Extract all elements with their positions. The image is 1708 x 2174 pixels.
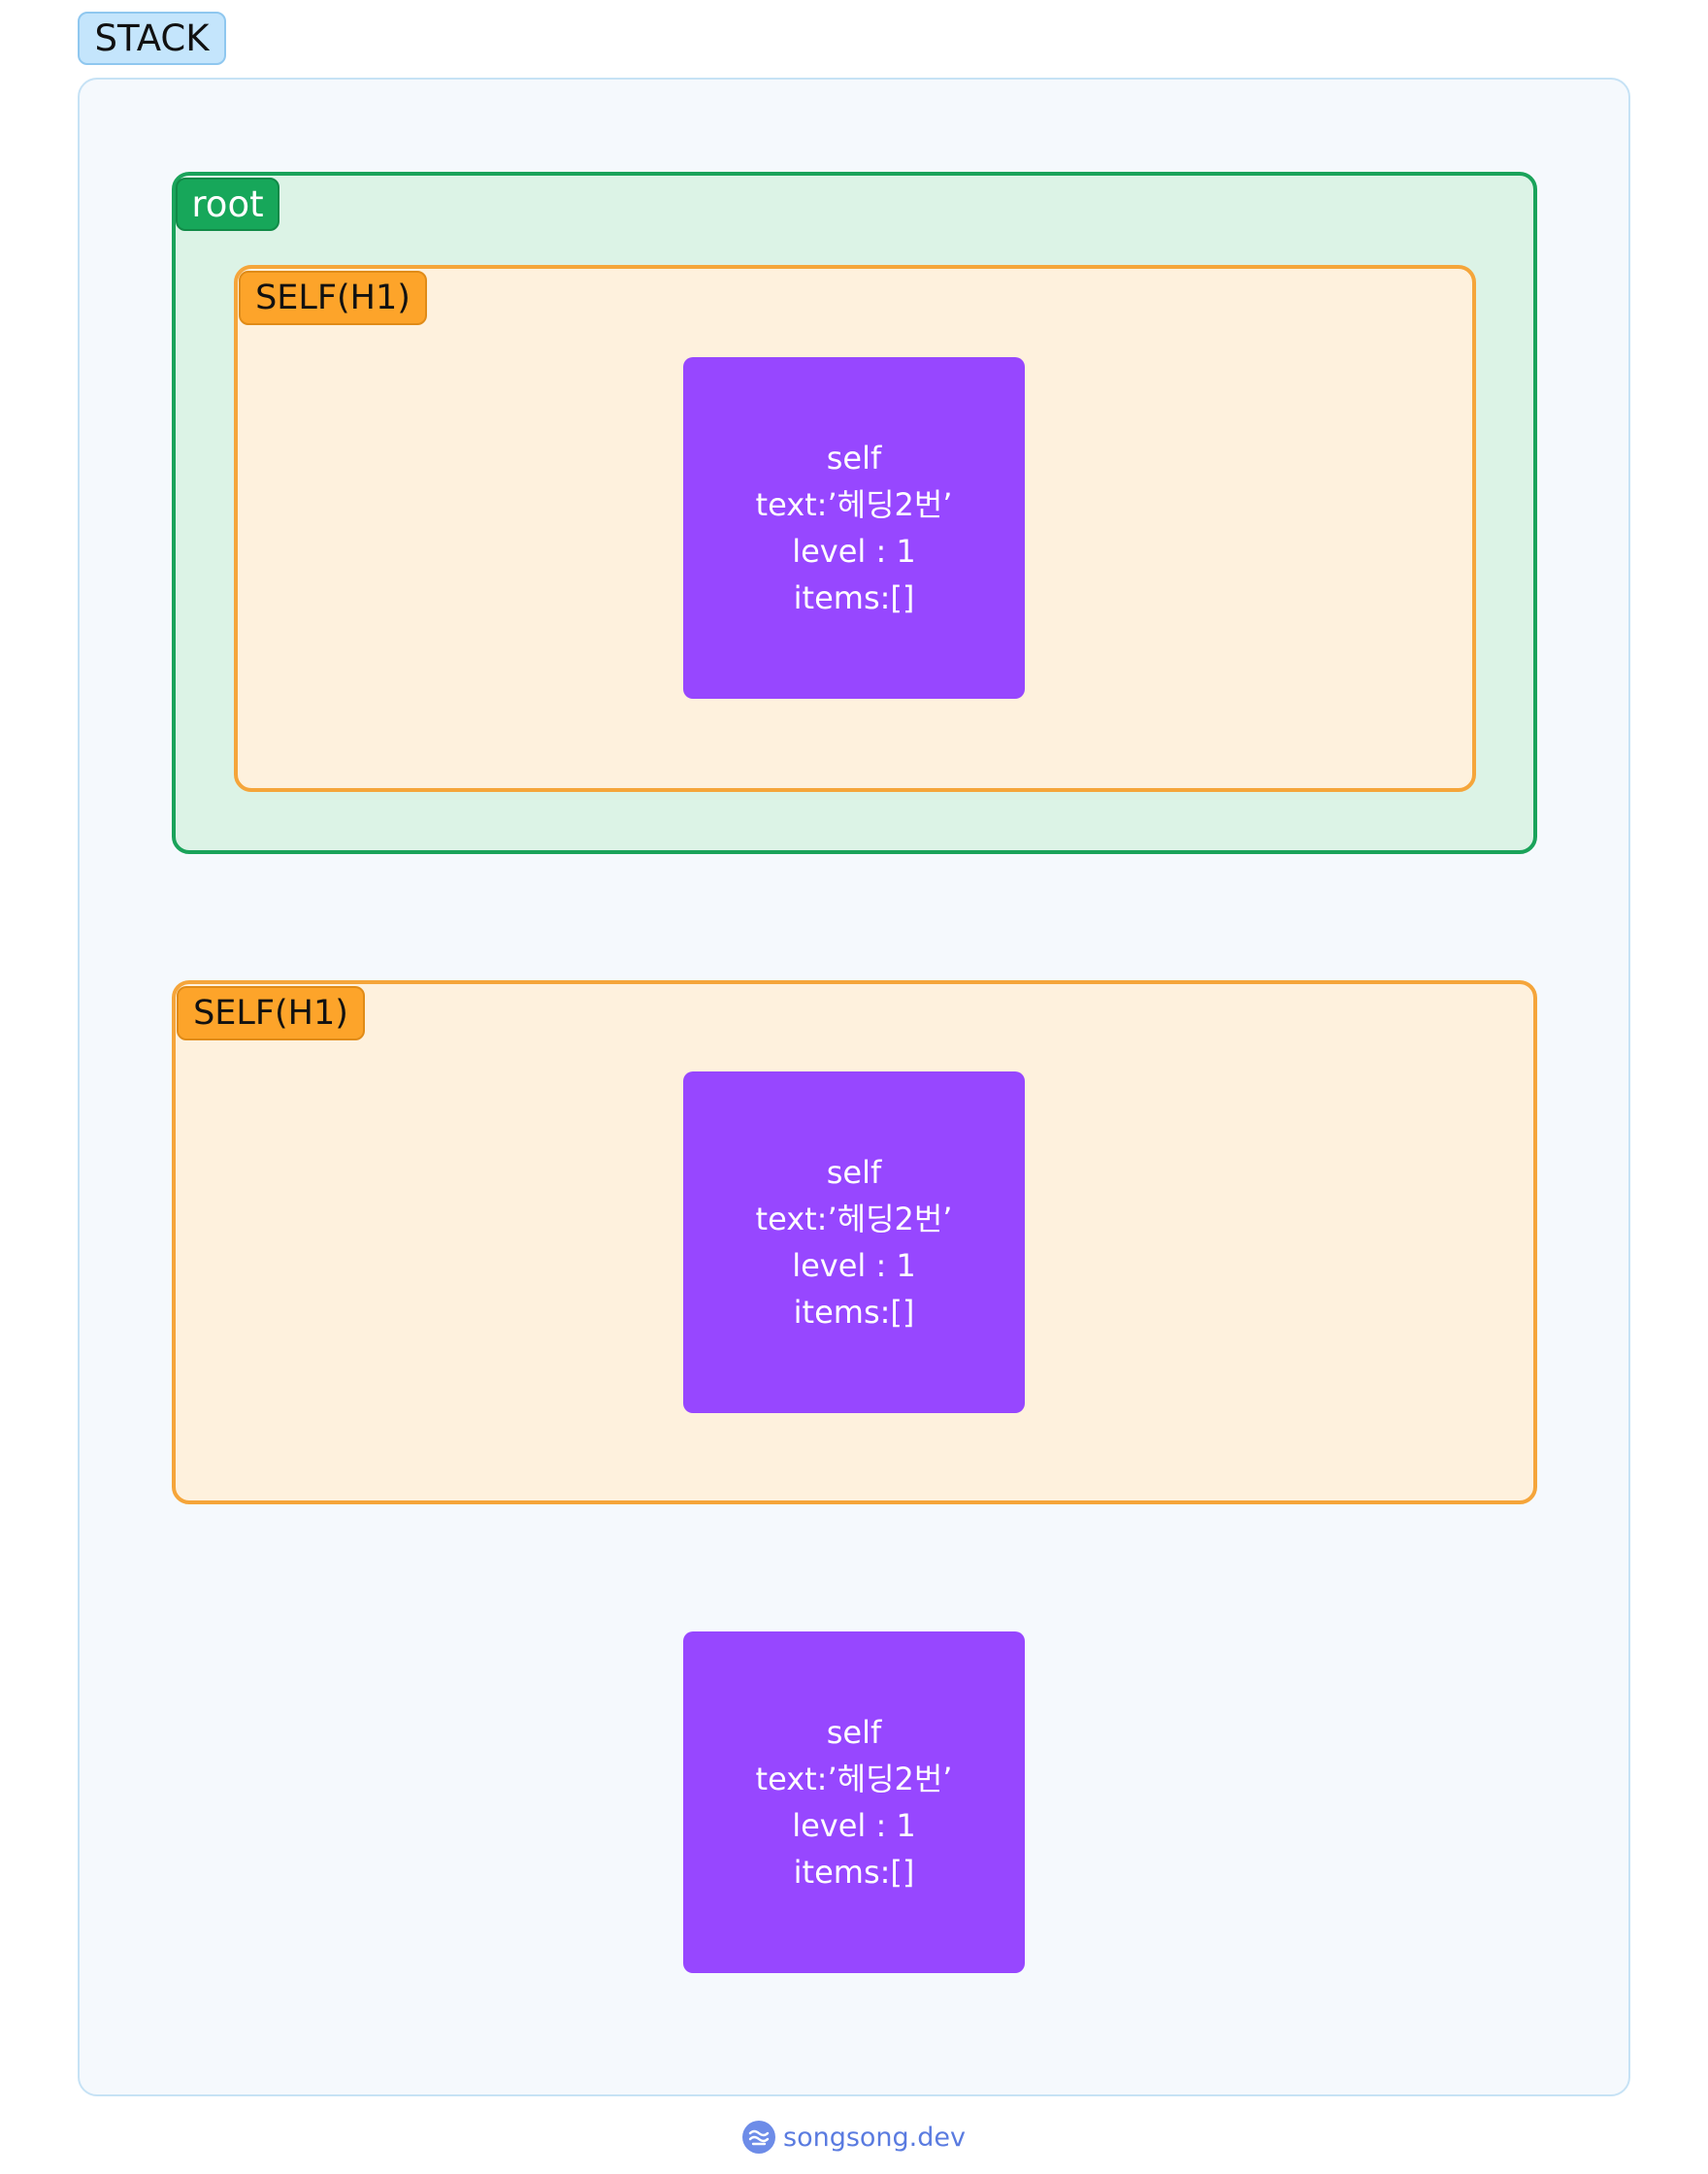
node-level: level : 1 — [792, 1807, 916, 1844]
credit-text: songsong.dev — [783, 2122, 966, 2153]
node-title: self — [826, 440, 882, 477]
root-label: root — [176, 178, 279, 231]
node-level: level : 1 — [792, 533, 916, 570]
self-node-nested: self text:’헤딩2번’ level : 1 items:[] — [683, 357, 1025, 699]
node-items: items:[] — [793, 579, 915, 616]
wave-logo-icon — [742, 2121, 775, 2154]
self-node-framed: self text:’헤딩2번’ level : 1 items:[] — [683, 1071, 1025, 1413]
node-text: text:’헤딩2번’ — [755, 1201, 953, 1237]
node-items: items:[] — [793, 1294, 915, 1331]
stack-label: STACK — [78, 12, 226, 65]
self-node-standalone: self text:’헤딩2번’ level : 1 items:[] — [683, 1631, 1025, 1973]
node-text: text:’헤딩2번’ — [755, 486, 953, 523]
node-title: self — [826, 1154, 882, 1191]
node-text: text:’헤딩2번’ — [755, 1761, 953, 1797]
self-h1-label: SELF(H1) — [177, 986, 365, 1040]
node-title: self — [826, 1714, 882, 1751]
self-h1-label-nested: SELF(H1) — [239, 271, 427, 325]
credit-link[interactable]: songsong.dev — [0, 2116, 1708, 2158]
node-level: level : 1 — [792, 1247, 916, 1284]
node-items: items:[] — [793, 1854, 915, 1891]
